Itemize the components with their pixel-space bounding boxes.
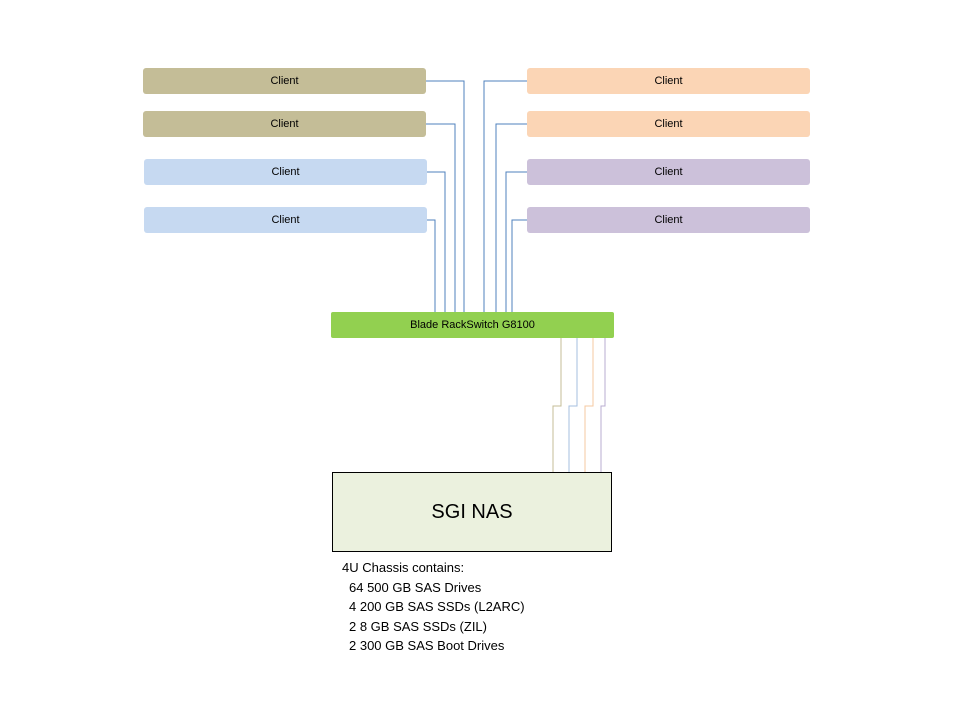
client-label: Client	[270, 75, 299, 87]
client-right-1: Client	[527, 68, 810, 94]
link-left-1	[426, 80, 465, 312]
client-right-2: Client	[527, 111, 810, 137]
chassis-item: 64 500 GB SAS Drives	[349, 579, 482, 595]
link-left-4	[427, 219, 436, 312]
link-right-3	[505, 171, 527, 312]
client-label: Client	[654, 166, 683, 178]
chassis-item: 2 8 GB SAS SSDs (ZIL)	[349, 618, 487, 634]
uplink-4	[600, 338, 606, 472]
client-label: Client	[654, 118, 683, 130]
link-left-3	[427, 171, 446, 312]
client-left-3: Client	[144, 159, 427, 185]
uplink-2	[568, 338, 578, 472]
chassis-notes: 4U Chassis contains: 64 500 GB SAS Drive…	[342, 558, 525, 656]
client-label: Client	[271, 214, 300, 226]
client-left-2: Client	[143, 111, 426, 137]
client-label: Client	[654, 75, 683, 87]
link-left-2	[426, 123, 456, 312]
client-label: Client	[270, 118, 299, 130]
client-left-4: Client	[144, 207, 427, 233]
link-right-4	[511, 219, 527, 312]
client-right-4: Client	[527, 207, 810, 233]
network-switch: Blade RackSwitch G8100	[331, 312, 614, 338]
client-left-1: Client	[143, 68, 426, 94]
chassis-item: 2 300 GB SAS Boot Drives	[349, 638, 505, 653]
chassis-heading: 4U Chassis contains:	[342, 560, 465, 575]
switch-label: Blade RackSwitch G8100	[410, 319, 535, 331]
nas-box: SGI NAS	[332, 472, 612, 552]
link-right-1	[483, 80, 527, 312]
link-right-2	[495, 123, 527, 312]
nas-label: SGI NAS	[431, 500, 513, 523]
uplink-3	[584, 338, 594, 472]
client-right-3: Client	[527, 159, 810, 185]
chassis-item: 4 200 GB SAS SSDs (L2ARC)	[349, 599, 525, 614]
client-label: Client	[654, 214, 683, 226]
client-label: Client	[271, 166, 300, 178]
uplink-1	[552, 338, 562, 472]
